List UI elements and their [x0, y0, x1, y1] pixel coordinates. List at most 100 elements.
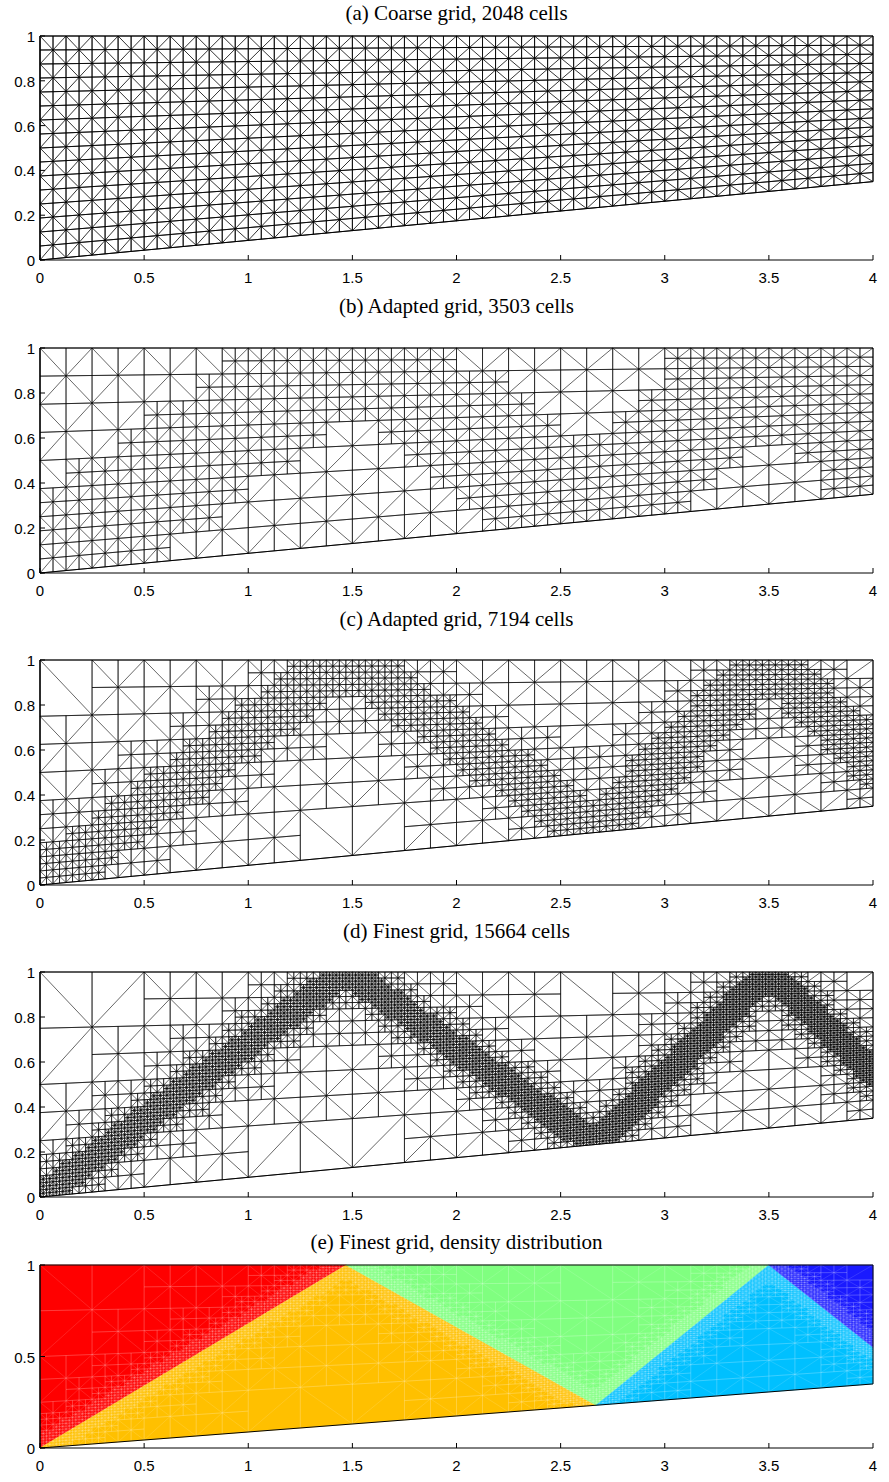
tick-label: 1 [27, 653, 35, 668]
tick-label: 0 [27, 253, 35, 268]
tick-label: 4 [869, 895, 877, 910]
x-tick [560, 568, 561, 573]
triangular-mesh [40, 660, 873, 885]
y-axis [40, 348, 41, 573]
tick-label: 0.4 [14, 1100, 35, 1115]
y-tick [40, 80, 45, 81]
x-tick [248, 255, 249, 260]
tick-label: 0 [36, 583, 44, 598]
panel-title: (c) Adapted grid, 7194 cells [340, 607, 574, 632]
tick-label: 0 [36, 1458, 44, 1473]
x-tick [664, 1192, 665, 1197]
x-tick [664, 255, 665, 260]
y-tick [40, 840, 45, 841]
tick-label: 0.6 [14, 431, 35, 446]
tick-label: 3.5 [758, 270, 779, 285]
x-tick [768, 1192, 769, 1197]
x-tick [873, 1443, 874, 1448]
y-tick [40, 1152, 45, 1153]
tick-label: 1.5 [342, 1458, 363, 1473]
y-tick [40, 393, 45, 394]
triangular-mesh [40, 972, 873, 1197]
x-tick [560, 880, 561, 885]
tick-label: 1.5 [342, 270, 363, 285]
tick-label: 2 [452, 270, 460, 285]
tick-label: 0.6 [14, 1055, 35, 1070]
x-tick [352, 1192, 353, 1197]
domain-outline [40, 972, 873, 1197]
tick-label: 0.5 [134, 895, 155, 910]
tick-label: 2 [452, 1458, 460, 1473]
tick-label: 0.8 [14, 73, 35, 88]
tick-label: 0.4 [14, 788, 35, 803]
tick-label: 0 [36, 895, 44, 910]
tick-label: 1 [244, 895, 252, 910]
y-tick [40, 1265, 45, 1266]
y-tick [40, 1197, 45, 1198]
y-tick [40, 1356, 45, 1357]
x-tick [456, 1192, 457, 1197]
y-tick [40, 972, 45, 973]
x-tick [873, 880, 874, 885]
tick-label: 0 [36, 1207, 44, 1222]
x-tick [768, 568, 769, 573]
tick-label: 3.5 [758, 1458, 779, 1473]
tick-label: 3 [661, 583, 669, 598]
tick-label: 1.5 [342, 1207, 363, 1222]
y-tick [40, 1062, 45, 1063]
tick-label: 0 [27, 1190, 35, 1205]
x-tick [40, 1192, 41, 1197]
domain-outline [40, 36, 873, 260]
x-tick [144, 1192, 145, 1197]
x-tick [248, 880, 249, 885]
tick-label: 1 [27, 29, 35, 44]
tick-label: 0.6 [14, 118, 35, 133]
y-tick [40, 483, 45, 484]
tick-label: 4 [869, 270, 877, 285]
tick-label: 2.5 [550, 1207, 571, 1222]
tick-label: 2.5 [550, 270, 571, 285]
domain-outline [40, 1265, 873, 1448]
tick-label: 1 [244, 1458, 252, 1473]
tick-label: 2 [452, 895, 460, 910]
tick-label: 2.5 [550, 1458, 571, 1473]
triangular-mesh [40, 348, 873, 573]
tick-label: 0.2 [14, 521, 35, 536]
x-tick [560, 255, 561, 260]
y-tick [40, 1448, 45, 1449]
x-tick [664, 880, 665, 885]
tick-label: 2.5 [550, 583, 571, 598]
tick-label: 0 [27, 566, 35, 581]
y-tick [40, 36, 45, 37]
x-tick [40, 880, 41, 885]
x-tick [768, 1443, 769, 1448]
y-tick [40, 1107, 45, 1108]
x-tick [352, 568, 353, 573]
x-tick [456, 880, 457, 885]
panel-title: (a) Coarse grid, 2048 cells [345, 1, 567, 26]
tick-label: 0.5 [134, 1207, 155, 1222]
x-tick [144, 568, 145, 573]
tick-label: 0.2 [14, 1145, 35, 1160]
tick-label: 1.5 [342, 583, 363, 598]
tick-label: 0 [36, 270, 44, 285]
x-tick [352, 880, 353, 885]
y-tick [40, 215, 45, 216]
tick-label: 0.4 [14, 163, 35, 178]
panel-title: (b) Adapted grid, 3503 cells [339, 294, 574, 319]
x-tick [248, 1443, 249, 1448]
y-tick [40, 705, 45, 706]
tick-label: 0 [27, 1441, 35, 1456]
tick-label: 4 [869, 1207, 877, 1222]
y-tick [40, 348, 45, 349]
tick-label: 1 [244, 1207, 252, 1222]
tick-label: 0.8 [14, 386, 35, 401]
tick-label: 1 [244, 583, 252, 598]
tick-label: 1 [27, 341, 35, 356]
tick-label: 2.5 [550, 895, 571, 910]
tick-label: 4 [869, 1458, 877, 1473]
tick-label: 0.5 [134, 1458, 155, 1473]
x-tick [768, 880, 769, 885]
x-tick [456, 568, 457, 573]
